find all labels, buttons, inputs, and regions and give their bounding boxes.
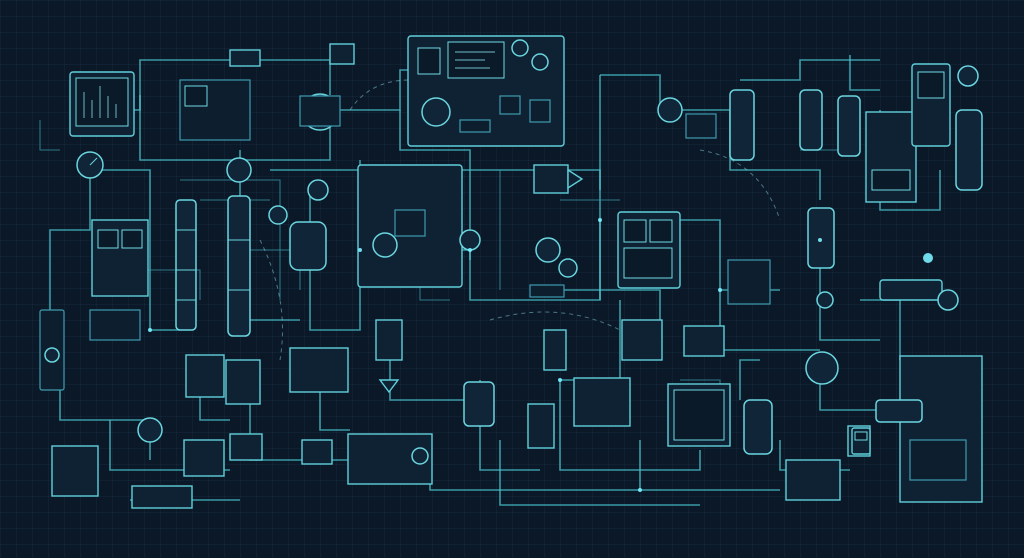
pressure-gauge	[76, 151, 104, 179]
display-panel-lower	[667, 259, 771, 447]
indicator-flask	[879, 253, 959, 311]
storage-tank-right	[805, 351, 983, 503]
filter-units	[289, 319, 725, 449]
junction-nodes	[148, 218, 822, 492]
control-panel-top	[407, 35, 565, 147]
instrument-block-top	[179, 43, 355, 141]
process-stack-top-right	[657, 63, 983, 203]
left-rack	[39, 219, 149, 391]
separator-column	[807, 207, 835, 309]
pump-center	[529, 164, 584, 298]
control-monitor	[69, 71, 135, 137]
canister-bottom-right	[743, 399, 871, 501]
reactor-vessel-left	[268, 179, 329, 271]
vertical-column-right	[226, 157, 252, 337]
reactor-vessel-center	[357, 164, 481, 288]
bottom-left-devices	[51, 354, 433, 509]
control-panel-right	[617, 211, 681, 289]
vertical-column-left	[175, 199, 197, 331]
handheld-meter	[851, 427, 871, 455]
